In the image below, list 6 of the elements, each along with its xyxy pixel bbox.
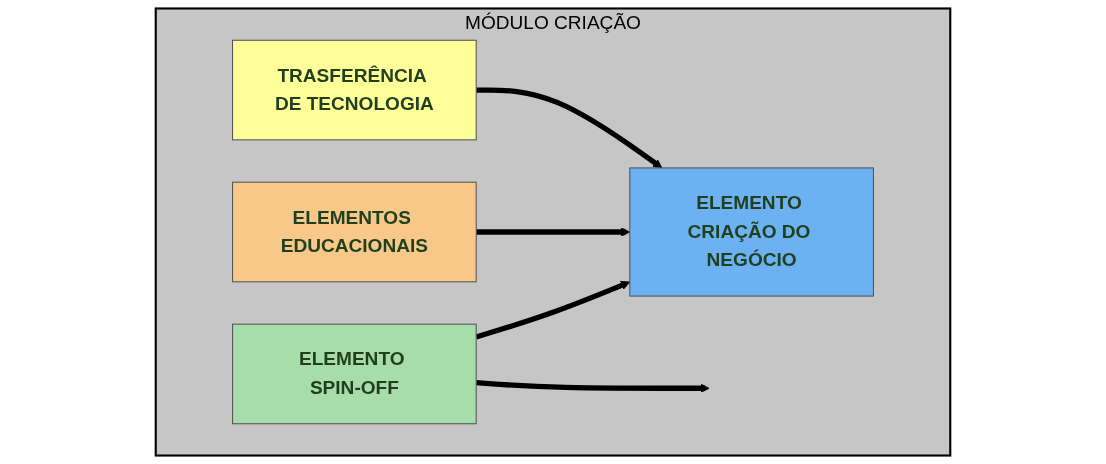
process-box: ELEMENTO CRIAÇÃO DO NEGÓCIO <box>629 167 874 297</box>
process-box: ELEMENTOS EDUCACIONAIS <box>232 181 477 283</box>
process-box: TRASFERÊNCIA DE TECNOLOGIA <box>232 39 477 141</box>
arrow <box>476 380 710 393</box>
process-box: ELEMENTO SPIN-OFF <box>232 323 477 425</box>
arrow <box>476 87 663 169</box>
